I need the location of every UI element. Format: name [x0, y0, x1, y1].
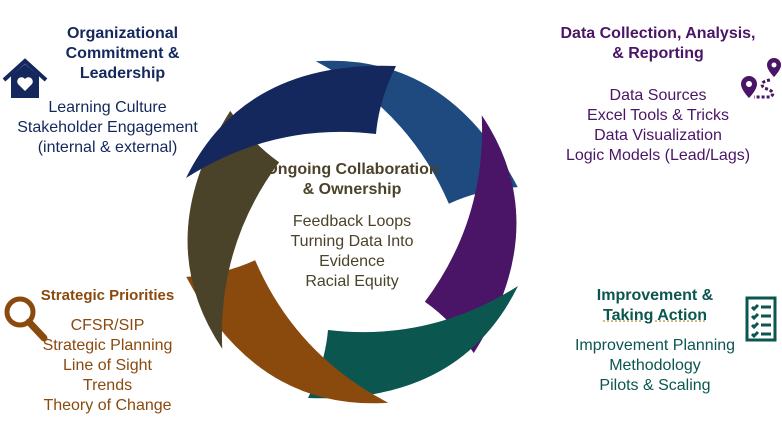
- center-item: Feedback Loops: [292, 213, 412, 230]
- org-title-line: Organizational: [66, 25, 179, 42]
- org-title-line: Leadership: [79, 65, 166, 82]
- strategic-item: Theory of Change: [43, 397, 172, 414]
- data-item: Data Visualization: [594, 127, 722, 144]
- data-block: Data Collection, Analysis, & Reporting Da…: [538, 24, 778, 166]
- strategic-item: Line of Sight: [63, 357, 152, 374]
- strategic-item: CFSR/SIP: [70, 317, 145, 334]
- improve-item: Improvement Planning: [574, 337, 736, 354]
- org-item: Stakeholder Engagement: [17, 119, 198, 136]
- blade-steel: [315, 60, 518, 204]
- data-title-line: Data Collection, Analysis,: [560, 25, 756, 42]
- org-item: (internal & external): [37, 139, 178, 156]
- blade-teal: [308, 286, 518, 399]
- center-item: Evidence: [319, 253, 385, 270]
- center-title-line: & Ownership: [302, 181, 402, 198]
- improve-block: Improvement & Taking Action Improvement P…: [570, 286, 740, 396]
- checklist-icon: [745, 296, 777, 342]
- blade-purple: [424, 115, 517, 354]
- center-item: Racial Equity: [305, 273, 399, 290]
- center-item: Turning Data Into: [290, 233, 414, 250]
- data-item: Excel Tools & Tricks: [587, 107, 729, 124]
- blade-brown: [186, 260, 389, 404]
- strategic-item: Trends: [82, 377, 133, 394]
- org-item: Learning Culture: [48, 99, 167, 116]
- strategic-title: Strategic Priorities: [40, 287, 175, 304]
- data-item: Data Sources: [609, 87, 707, 104]
- improve-title-line: Improvement &: [596, 287, 714, 304]
- center-block: Ongoing Collaboration & Ownership Feedbac…: [262, 160, 442, 292]
- blade-navy: [186, 65, 396, 178]
- strategic-item: Strategic Planning: [42, 337, 173, 354]
- data-title-line: & Reporting: [612, 45, 704, 62]
- strategic-block: Strategic Priorities CFSR/SIP Strategic …: [20, 286, 195, 416]
- route-pins-icon: [740, 56, 782, 100]
- center-items: Feedback Loops Turning Data Into Evidenc…: [262, 212, 442, 292]
- center-title-line: Ongoing Collaboration: [265, 161, 439, 178]
- center-title: Ongoing Collaboration & Ownership: [262, 160, 442, 200]
- magnifier-icon: [2, 294, 48, 342]
- improve-item: Pilots & Scaling: [599, 377, 711, 394]
- improve-title-line: Taking Action: [603, 307, 707, 324]
- org-title-line: Commitment &: [65, 45, 180, 62]
- improve-item: Methodology: [609, 357, 701, 374]
- data-item: Logic Models (Lead/Lags): [565, 147, 751, 164]
- house-heart-icon: [2, 58, 48, 100]
- blade-olive: [187, 110, 280, 349]
